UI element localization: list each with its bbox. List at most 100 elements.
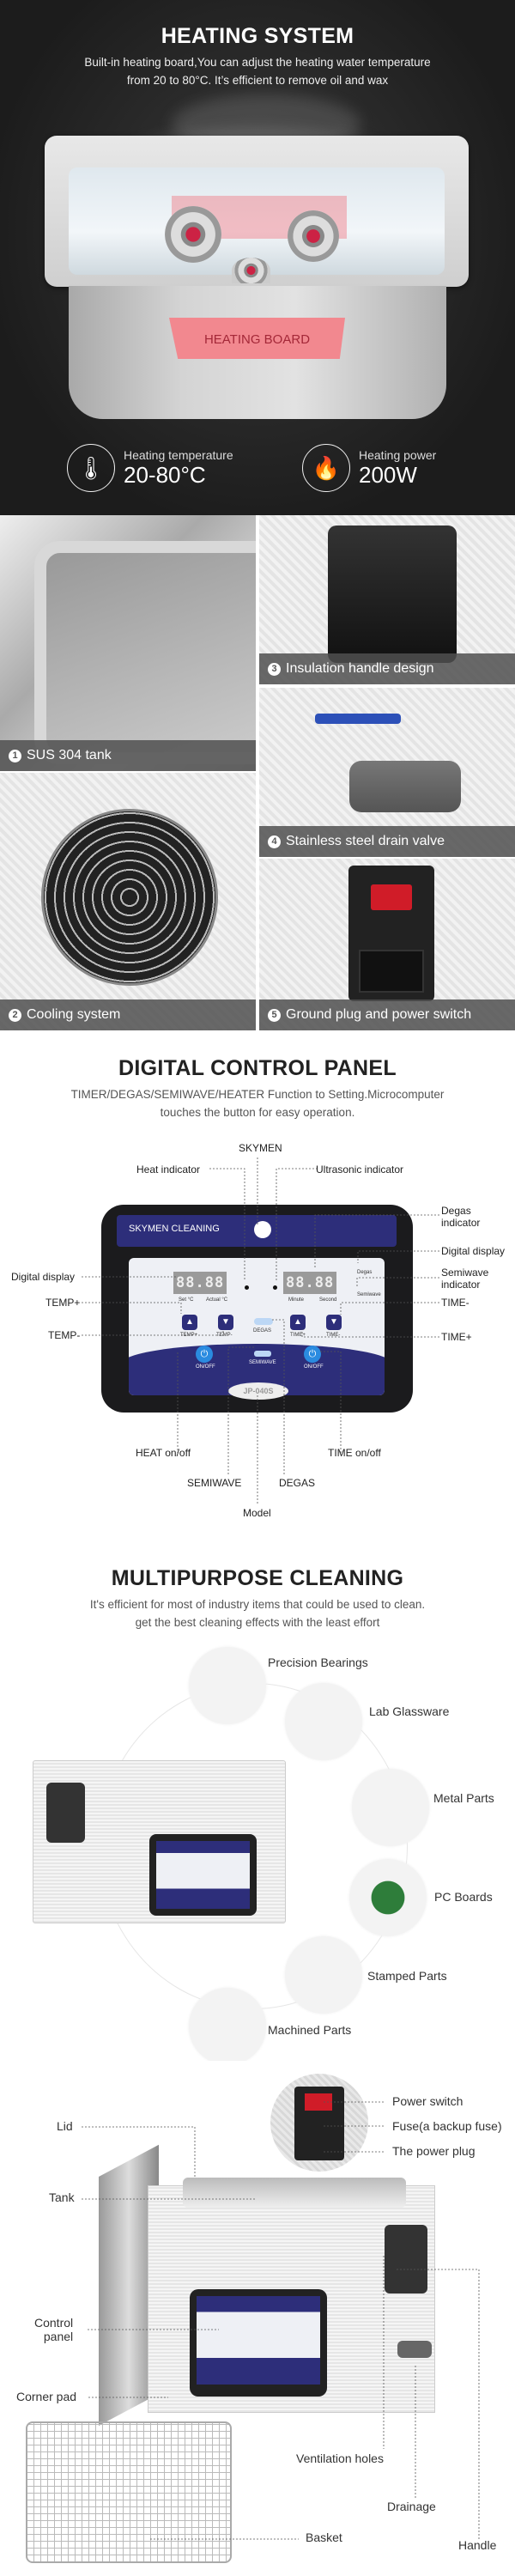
drain-valve-image xyxy=(397,2341,432,2358)
temp-minus-button[interactable]: ▼ xyxy=(218,1315,233,1330)
valve-lever-image xyxy=(315,714,401,724)
bearing-image xyxy=(288,210,339,262)
callout-basket: Basket xyxy=(306,2530,342,2544)
subtitle-line: Built-in heating board,You can adjust th… xyxy=(84,56,431,69)
callout-ultrasonic-indicator: Ultrasonic indicator xyxy=(316,1163,404,1176)
number-badge: 4 xyxy=(268,835,281,848)
panel-face xyxy=(156,1841,250,1909)
time-plus-label: TIME+ xyxy=(290,1333,306,1338)
stat-value: 200W xyxy=(359,461,417,488)
number-badge: 1 xyxy=(9,750,21,762)
item-label: Precision Bearings xyxy=(268,1656,368,1669)
callout-semiwave: SEMIWAVE xyxy=(187,1477,242,1489)
degas-button[interactable] xyxy=(254,1318,273,1325)
pc-boards-image xyxy=(349,1859,427,1936)
feature-tile-tank: 1 SUS 304 tank xyxy=(0,515,256,771)
callout-time-plus: TIME+ xyxy=(441,1331,472,1343)
cleaner-machine-image xyxy=(33,1760,286,1923)
callout-drainage: Drainage xyxy=(387,2500,436,2513)
machined-parts-image xyxy=(189,1988,266,2061)
callout-heat-indicator: Heat indicator xyxy=(136,1163,201,1176)
control-panel-image xyxy=(149,1834,257,1916)
skymen-logo-icon xyxy=(254,1221,271,1238)
item-label: Machined Parts xyxy=(268,2023,352,2037)
item-label: Metal Parts xyxy=(433,1791,494,1805)
feature-caption: 1 SUS 304 tank xyxy=(0,740,256,771)
feature-label: Stainless steel drain valve xyxy=(286,834,445,848)
tank-image xyxy=(34,541,256,764)
callout-lines xyxy=(82,2101,480,2540)
flame-icon: 🔥 xyxy=(302,444,350,492)
brand-text: SKYMEN CLEANING xyxy=(129,1224,220,1234)
cleaner-machine-image xyxy=(148,2178,435,2413)
heat-indicator-led xyxy=(245,1285,249,1290)
subtitle-line: from 20 to 80°C. It’s efficient to remov… xyxy=(126,74,389,87)
power-socket-image xyxy=(348,866,434,1001)
control-panel-subtitle: TIMER/DEGAS/SEMIWAVE/HEATER Function to … xyxy=(52,1085,464,1121)
semiwave-btn-label: SEMIWAVE xyxy=(249,1360,276,1365)
callout-power-switch: Power switch xyxy=(392,2094,464,2108)
subtitle-line: touches the button for easy operation. xyxy=(160,1106,355,1119)
feature-label: Insulation handle design xyxy=(286,661,434,676)
callout-lid: Lid xyxy=(57,2119,73,2133)
heat-power-button[interactable]: ⏻ xyxy=(196,1346,213,1363)
time-display: 88.88 xyxy=(283,1272,337,1294)
temp-plus-button[interactable]: ▲ xyxy=(182,1315,197,1330)
callout-fuse: Fuse(a backup fuse) xyxy=(392,2119,502,2133)
callout-degas-indicator: Degas indicator xyxy=(441,1205,481,1229)
item-label: Stamped Parts xyxy=(367,1969,447,1983)
heating-title: HEATING SYSTEM xyxy=(161,24,354,48)
degas-btn-label: DEGAS xyxy=(253,1328,272,1334)
temp-minus-label: TEMP- xyxy=(216,1333,233,1338)
callout-tank: Tank xyxy=(49,2190,75,2204)
handle-image xyxy=(46,1783,85,1843)
valve-body-image xyxy=(349,761,461,812)
bearing-image xyxy=(232,258,270,283)
callout-heat-onoff: HEAT on/off xyxy=(136,1447,191,1459)
set-label: Set °C xyxy=(179,1297,194,1303)
feature-label: Cooling system xyxy=(27,1007,121,1022)
heating-subtitle: Built-in heating board,You can adjust th… xyxy=(52,53,464,89)
callout-semiwave-indicator: Semiwave indicator xyxy=(441,1267,489,1291)
model-badge: JP-040S xyxy=(228,1382,288,1400)
control-panel-section: DIGITAL CONTROL PANEL TIMER/DEGAS/SEMIWA… xyxy=(0,1030,515,1546)
power-switch-image xyxy=(371,884,412,910)
time-minus-button[interactable]: ▼ xyxy=(326,1315,342,1330)
panel-face xyxy=(197,2296,320,2385)
callout-temp-plus: TEMP+ xyxy=(45,1297,81,1309)
power-socket-image xyxy=(294,2087,344,2160)
item-label: Lab Glassware xyxy=(369,1704,450,1718)
tank-image xyxy=(183,2178,406,2208)
callout-lines xyxy=(82,1157,439,1504)
time-plus-button[interactable]: ▲ xyxy=(290,1315,306,1330)
feature-tile-valve: 4 Stainless steel drain valve xyxy=(259,688,515,857)
callout-power-plug: The power plug xyxy=(392,2144,476,2158)
temperature-display: 88.88 xyxy=(173,1272,227,1294)
time-power-button[interactable]: ⏻ xyxy=(304,1346,321,1363)
power-switch-image xyxy=(305,2093,332,2111)
callout-model: Model xyxy=(243,1507,271,1519)
callout-skymen: SKYMEN xyxy=(239,1142,282,1154)
subtitle-line: It's efficient for most of industry item… xyxy=(89,1598,426,1611)
stat-power: 🔥 Heating power 200W xyxy=(302,444,436,492)
heating-section: HEATING SYSTEM Built-in heating board,Yo… xyxy=(0,0,515,515)
stat-label: Heating power xyxy=(359,447,437,462)
callout-corner-pad: Corner pad xyxy=(16,2390,77,2403)
semiwave-button[interactable] xyxy=(254,1351,271,1357)
actual-label: Actual °C xyxy=(206,1297,228,1303)
minute-label: Minute xyxy=(288,1297,305,1303)
ultrasonic-indicator-led xyxy=(273,1285,277,1290)
feature-caption: 4 Stainless steel drain valve xyxy=(259,826,515,857)
callout-digital-display-right: Digital display xyxy=(441,1245,506,1257)
control-panel-title: DIGITAL CONTROL PANEL xyxy=(118,1056,397,1080)
callout-handle: Handle xyxy=(458,2538,497,2552)
brand-band: SKYMEN CLEANING xyxy=(117,1215,397,1247)
feature-label: SUS 304 tank xyxy=(27,748,112,762)
item-label: PC Boards xyxy=(434,1890,493,1904)
thermometer-icon: 🌡 xyxy=(67,444,115,492)
